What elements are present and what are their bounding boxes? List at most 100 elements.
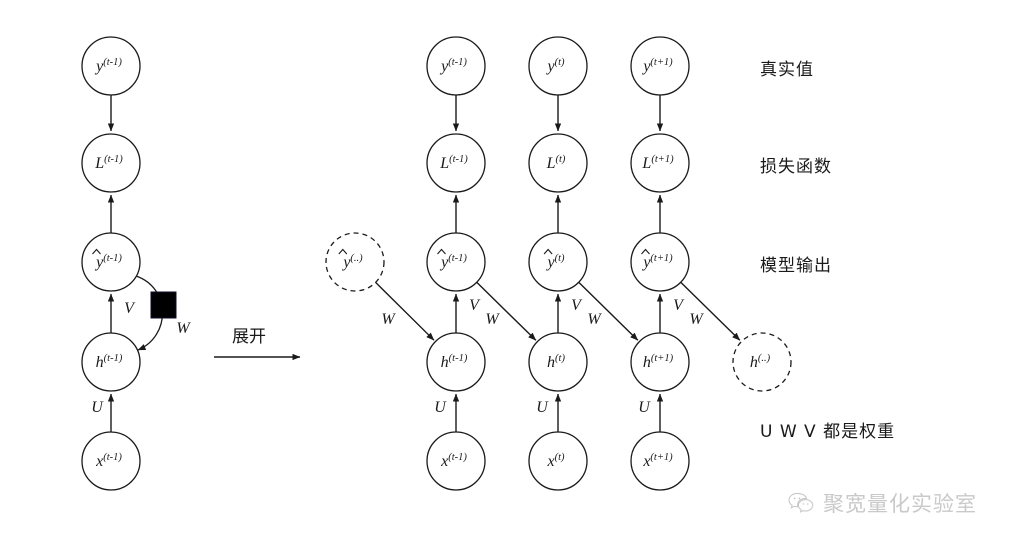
node-circle: [732, 332, 792, 392]
edge-label-V-folded: V: [124, 300, 136, 317]
node-circle: [81, 133, 141, 193]
node-x-folded: x(t-1): [81, 431, 141, 491]
node-label: h(t-1): [96, 353, 123, 371]
node-circle: [81, 36, 141, 96]
node-circle: [630, 332, 690, 392]
node-yhat-t1: y(t+1): [630, 232, 690, 292]
hat-accent: [437, 248, 446, 255]
node-circle: [528, 431, 588, 491]
hat-accent: [92, 248, 101, 255]
watermark: 聚宽量化实验室: [788, 488, 977, 518]
node-label: x(t): [546, 452, 565, 470]
hat-accent: [641, 248, 650, 255]
node-circle: [81, 232, 141, 292]
edge-recurrent-W-1: [476, 281, 537, 341]
node-circle: [426, 431, 486, 491]
node-label: h(..): [750, 353, 771, 371]
node-x-t-1: x(t-1): [426, 431, 486, 491]
node-label: y(..): [341, 253, 363, 271]
node-circle: [426, 36, 486, 96]
node-circle: [630, 133, 690, 193]
node-label: h(t-1): [441, 353, 468, 371]
node-h-t1: h(t+1): [630, 332, 690, 392]
node-label: L(t+1): [641, 154, 674, 172]
node-label: y(t-1): [94, 253, 122, 271]
edge-label-W-0: W: [381, 311, 396, 328]
node-circle: [528, 332, 588, 392]
edge-label-W-1: W: [485, 311, 500, 328]
edge-recurrent-W-2: [578, 281, 639, 341]
label-ground-truth: 真实值: [760, 60, 814, 80]
node-y-folded: y(t-1): [81, 36, 141, 96]
node-L-t: L(t): [528, 133, 588, 193]
node-yhat-t-1: y(t-1): [426, 232, 486, 292]
diagram-nodes: y(..) h(..) y(t-1) L(t-1) y(t-1) h(t-1) x(t-1)…: [81, 36, 792, 491]
node-circle: [81, 431, 141, 491]
node-label: y(t-1): [439, 57, 467, 75]
node-L-t-1: L(t-1): [426, 133, 486, 193]
node-circle: [528, 232, 588, 292]
edge-label-W-2: W: [587, 311, 602, 328]
edge-label-U-1: U: [536, 399, 549, 416]
edge-label-V-1: V: [571, 297, 583, 314]
node-circle: [528, 36, 588, 96]
node-label: y(t+1): [641, 253, 673, 271]
edge-label-W-folded: W: [176, 320, 191, 337]
node-h-next-ghost: h(..): [732, 332, 792, 392]
node-label: x(t-1): [95, 452, 122, 470]
node-label: y(t+1): [641, 57, 673, 75]
node-circle: [426, 133, 486, 193]
node-label: x(t-1): [440, 452, 467, 470]
edge-label-V-2: V: [673, 297, 685, 314]
node-label: L(t): [546, 154, 566, 172]
node-label: y(t-1): [439, 253, 467, 271]
node-circle: [630, 36, 690, 96]
node-label: L(t-1): [439, 154, 468, 172]
node-circle: [630, 232, 690, 292]
node-yhat-t: y(t): [528, 232, 588, 292]
node-label: h(t+1): [643, 353, 674, 371]
node-h-folded: h(t-1): [81, 332, 141, 392]
node-yhat-prev-ghost: y(..): [325, 232, 385, 292]
edge-recurrent-W-0: [375, 281, 435, 341]
node-h-t-1: h(t-1): [426, 332, 486, 392]
node-circle: [325, 232, 385, 292]
label-loss-function: 损失函数: [760, 157, 832, 177]
node-label: y(t): [545, 57, 565, 75]
wechat-icon: [788, 492, 814, 514]
node-yhat-folded: y(t-1): [81, 232, 141, 292]
node-circle: [81, 332, 141, 392]
hat-accent: [338, 248, 348, 255]
edge-label-W-3: W: [689, 311, 704, 328]
node-label: y(t-1): [94, 57, 122, 75]
node-x-t: x(t): [528, 431, 588, 491]
node-x-t1: x(t+1): [630, 431, 690, 491]
hat-accent: [543, 248, 553, 255]
label-model-output: 模型输出: [760, 256, 832, 276]
node-label: h(t): [547, 353, 565, 371]
node-y-t1: y(t+1): [630, 36, 690, 96]
edge-label-U-2: U: [638, 399, 651, 416]
node-circle: [426, 332, 486, 392]
label-weights-note: U W V 都是权重: [760, 422, 896, 442]
edge-label-U-folded: U: [91, 399, 104, 416]
watermark-text: 聚宽量化实验室: [823, 492, 977, 516]
node-h-t: h(t): [528, 332, 588, 392]
node-L-t1: L(t+1): [630, 133, 690, 193]
edge-label-V-0: V: [469, 297, 481, 314]
node-y-t-1: y(t-1): [426, 36, 486, 96]
node-label: L(t-1): [94, 154, 123, 172]
node-L-folded: L(t-1): [81, 133, 141, 193]
node-y-t: y(t): [528, 36, 588, 96]
edge-recurrent-W-3: [680, 281, 741, 341]
edge-label-U-0: U: [434, 399, 447, 416]
diagram-edges: [107, 95, 741, 432]
unfold-label: 展开: [232, 327, 266, 347]
node-label: x(t+1): [642, 452, 673, 470]
delay-block: [150, 291, 177, 319]
node-circle: [528, 133, 588, 193]
node-label: y(t): [545, 253, 565, 271]
node-circle: [426, 232, 486, 292]
